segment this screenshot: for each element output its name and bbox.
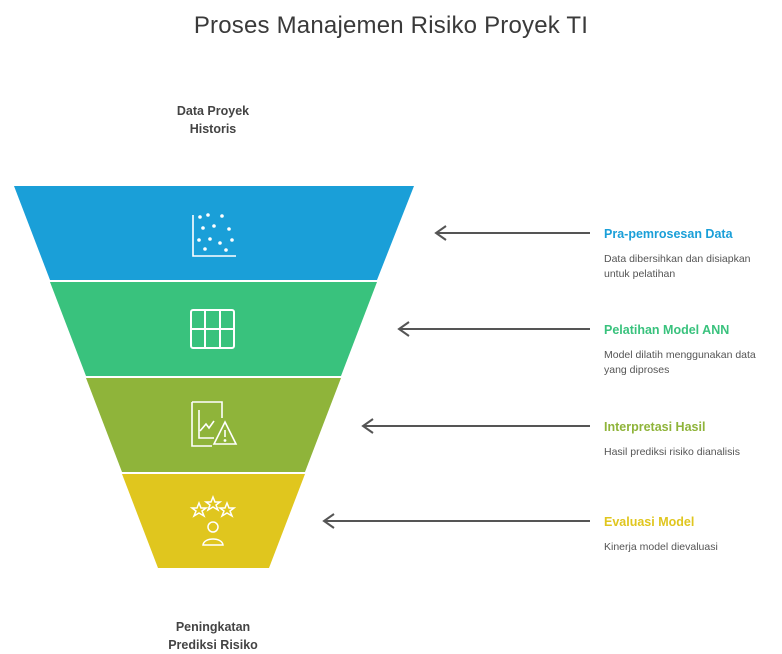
arrow-left-icon: [397, 321, 590, 337]
funnel-layer-4: [122, 474, 305, 568]
arrow-left-icon: [322, 513, 590, 529]
rating-person-icon: [189, 494, 237, 546]
stage-3-callout: Interpretasi Hasil Hasil prediksi risiko…: [604, 419, 774, 460]
funnel-layer-4-shape: [122, 474, 305, 568]
funnel-input-label: Data Proyek Historis: [113, 102, 313, 138]
stage-2-description: Model dilatih menggunakan data yang dipr…: [604, 349, 756, 376]
funnel-layer-3: [86, 378, 341, 472]
stage-3-title: Interpretasi Hasil: [604, 420, 706, 434]
funnel-layer-2: [50, 282, 377, 376]
funnel-layer-1-shape: [14, 186, 414, 280]
funnel-output-text: Peningkatan Prediksi Risiko: [168, 620, 258, 652]
chart-warning-icon: [191, 401, 238, 447]
stage-3-description: Hasil prediksi risiko dianalisis: [604, 446, 740, 458]
funnel-layer-1: [14, 186, 414, 280]
stage-2-title: Pelatihan Model ANN: [604, 323, 730, 337]
funnel-layer-3-shape: [86, 378, 341, 472]
funnel-output-label: Peningkatan Prediksi Risiko: [113, 618, 313, 654]
stage-4-description: Kinerja model dievaluasi: [604, 541, 718, 553]
stage-4-title: Evaluasi Model: [604, 515, 695, 529]
funnel-input-text: Data Proyek Historis: [176, 104, 250, 136]
arrows: [322, 225, 590, 529]
arrow-left-icon: [361, 418, 590, 434]
diagram-title: Proses Manajemen Risiko Proyek TI: [193, 12, 589, 39]
stage-2-callout: Pelatihan Model ANN Model dilatih menggu…: [604, 322, 774, 378]
stage-1-callout: Pra-pemrosesan Data Data dibersihkan dan…: [604, 226, 774, 282]
stage-1-description: Data dibersihkan dan disiapkan untuk pel…: [604, 253, 751, 280]
scatter-plot-icon: [192, 213, 236, 257]
stage-4-callout: Evaluasi Model Kinerja model dievaluasi: [604, 514, 774, 555]
stage-1-title: Pra-pemrosesan Data: [604, 227, 733, 241]
grid-table-icon: [190, 309, 235, 349]
arrow-left-icon: [434, 225, 590, 241]
